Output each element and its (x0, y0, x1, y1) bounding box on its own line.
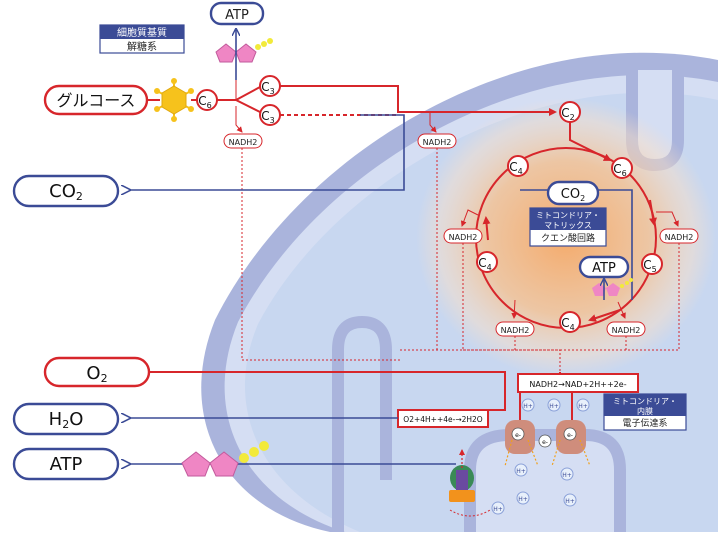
glycolysis-label: 解糖系 (127, 40, 157, 53)
atp-synthase-icon (449, 449, 491, 517)
nadh-cycle-left: NADH2 (449, 233, 478, 242)
svg-text:C4: C4 (478, 256, 491, 272)
nadh-equation: NADH2→NAD+2H++2e- (529, 380, 626, 389)
svg-text:C2: C2 (561, 106, 574, 122)
glucose-node: グルコース C6 (43, 78, 218, 122)
svg-text:O2: O2 (86, 363, 107, 385)
mitochondrion (201, 52, 718, 532)
cycle-c4-bottom (559, 311, 581, 333)
matrix-atp-label: ATP (592, 261, 616, 276)
top-atp-label: ATP (225, 8, 249, 23)
glucose-molecule-icon (154, 78, 194, 122)
nadh-pyruvate: NADH2 (423, 138, 452, 147)
water-equation: O2+4H++4e-→2H2O (403, 415, 482, 424)
svg-text:C6: C6 (613, 162, 626, 178)
proton-1: H+ (523, 403, 533, 410)
svg-text:C4: C4 (509, 160, 522, 176)
proton-4: H+ (516, 468, 526, 475)
svg-text:CO2: CO2 (561, 187, 585, 203)
matrix-title-2: マトリックス (544, 221, 592, 230)
h2o-output-node (12, 402, 120, 436)
nadh-glycolysis: NADH2 (229, 138, 258, 147)
proton-6: H+ (518, 496, 528, 503)
inner-title-1: ミトコンドリア・ (613, 397, 677, 406)
atp-output-label: ATP (50, 454, 83, 475)
svg-text:C5: C5 (643, 258, 656, 274)
atp-output-node (12, 447, 120, 481)
proton-7: H+ (565, 498, 575, 505)
nadh-cycle-bottom-left: NADH2 (501, 326, 530, 335)
svg-text:C4: C4 (561, 316, 574, 332)
svg-text:C3: C3 (261, 80, 274, 96)
matrix-atp-node (578, 255, 630, 279)
protons: H+ H+ H+ H+ H+ H+ H+ H+ (491, 398, 590, 515)
atp-molecule-matrix (592, 278, 633, 296)
nadh-equation-box (517, 373, 639, 393)
glucose-label: グルコース (57, 91, 136, 110)
etc-label: 電子伝達系 (622, 417, 667, 429)
crista-bottom (464, 429, 626, 532)
svg-text:CO2: CO2 (49, 181, 83, 203)
glycolysis-header: ATP 細胞質基質 解糖系 (99, 1, 273, 80)
nadh-cycle-right: NADH2 (665, 233, 694, 242)
svg-text:C3: C3 (261, 109, 274, 125)
svg-text:C6: C6 (198, 94, 211, 110)
proton-2: H+ (549, 403, 559, 410)
atp-molecule-large (181, 441, 269, 477)
citric-cycle-label: クエン酸回路 (541, 232, 595, 244)
inner-title-2: 内膜 (637, 406, 653, 416)
cycle-c6 (611, 157, 633, 179)
co2-output-node (12, 174, 120, 208)
matrix-title-1: ミトコンドリア・ (536, 211, 600, 220)
atp-molecule-top (215, 38, 273, 63)
proton-8: H+ (493, 506, 503, 513)
citric-acid-cycle: C6 C5 C4 C4 C4 NADH2 NADH2 NADH2 NADH2 C… (400, 122, 699, 372)
crista-left (332, 315, 392, 532)
proton-5: H+ (562, 472, 572, 479)
electron-1: e- (515, 432, 521, 439)
electron-3: e- (567, 432, 573, 439)
svg-text:H2O: H2O (49, 409, 84, 431)
electron-2: e- (542, 439, 548, 446)
electron-transport-complexes: e- e- e- (504, 392, 591, 467)
cycle-c5 (641, 253, 663, 275)
matrix-co2-node (546, 180, 600, 206)
proton-3: H+ (578, 403, 588, 410)
nadh-cycle-bottom-right: NADH2 (612, 326, 641, 335)
cycle-c4-left (476, 251, 498, 273)
cytoplasm-title: 細胞質基質 (117, 26, 167, 39)
cycle-c4-top (507, 155, 529, 177)
